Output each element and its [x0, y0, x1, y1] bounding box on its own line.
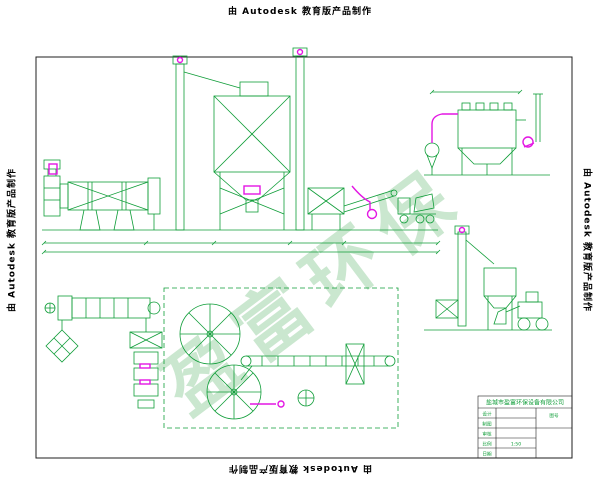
titleblock-row-date: 日期	[482, 452, 492, 458]
autodesk-education-banner-top: 由 Autodesk 教育版产品制作	[227, 7, 373, 17]
plan-dryer-line	[44, 295, 161, 363]
screen-duct-and-fan	[351, 185, 378, 220]
titleblock-row-check: 审核	[482, 431, 492, 438]
dust-collector-inlet-duct	[431, 113, 535, 148]
bag-dust-collector-view	[424, 89, 550, 176]
titleblock-row-design: 设计	[482, 411, 492, 418]
title-block	[477, 395, 573, 459]
screen-and-truck-view	[307, 187, 436, 230]
dryer-burner-duct	[48, 163, 58, 175]
titleblock-row-scale: 比例	[482, 441, 492, 448]
titleblock-row-draft: 制图	[482, 421, 492, 428]
silo-magenta-fittings	[176, 48, 304, 195]
loading-elevator-head	[458, 226, 466, 234]
silo-elevators-view	[172, 47, 308, 231]
loading-elevation-view	[424, 225, 552, 331]
rotary-dryer-elevation	[42, 159, 438, 231]
dimension-lines	[41, 240, 441, 255]
plan-magenta-fittings	[139, 363, 285, 408]
scale-value: 1:50	[511, 442, 521, 448]
company-name: 盐城市盈富环保设备有限公司	[486, 399, 564, 407]
drawing-no-label: 图号	[549, 413, 559, 419]
plan-mixing-area	[129, 287, 399, 429]
